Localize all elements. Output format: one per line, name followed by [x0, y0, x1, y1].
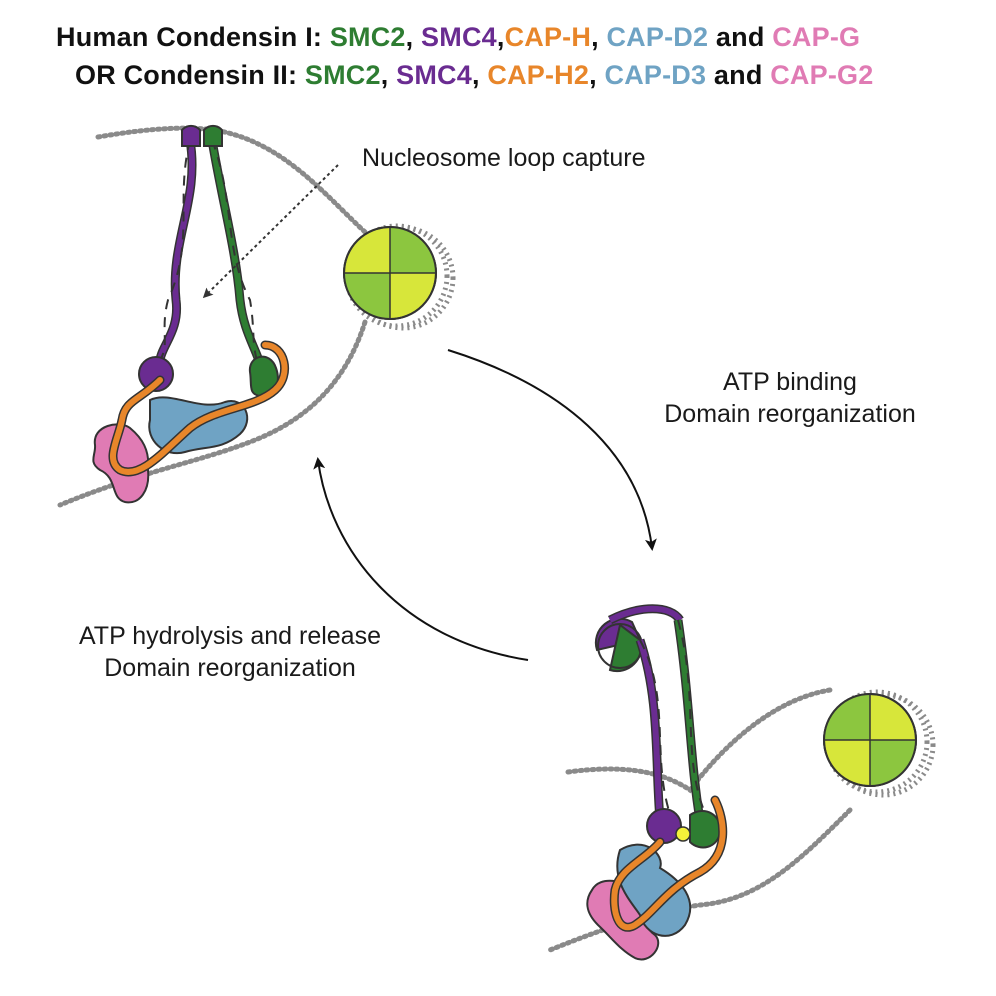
- legend-smc4: SMC4: [396, 60, 472, 90]
- label-atp-binding-line2: Domain reorganization: [664, 400, 916, 428]
- capture-arrow: [202, 164, 339, 299]
- legend-line-condensin-1: Human Condensin I: SMC2, SMC4,CAP-H, CAP…: [56, 22, 861, 52]
- legend-prefix: Human Condensin I:: [56, 22, 330, 52]
- condensin-complex-bottom: [547, 604, 936, 961]
- legend-smc2: SMC2: [304, 60, 381, 90]
- condensin-complex-top: [57, 124, 456, 508]
- cycle-arrow-atp-binding: [447, 349, 657, 551]
- legend-prefix: OR Condensin II:: [75, 60, 305, 90]
- cap-g-subunit-top: [92, 423, 150, 504]
- cycle-arrow-atp-hydrolysis: [313, 457, 529, 661]
- smc-arms-bottom: [607, 604, 709, 821]
- legend-smc4: SMC4: [421, 22, 497, 52]
- label-nucleosome-loop-capture: Nucleosome loop capture: [362, 144, 646, 172]
- smc4-head-bottom: [646, 808, 682, 844]
- legend-cap-d2: CAP-D2: [606, 22, 709, 52]
- smc-hinge-bottom: [594, 617, 643, 673]
- label-atp-binding: ATP binding Domain reorganization: [640, 366, 940, 430]
- legend-header: Human Condensin I: SMC2, SMC4,CAP-H, CAP…: [0, 0, 996, 90]
- smc2-arm-top: [203, 124, 279, 398]
- legend-cap-h2: CAP-H2: [487, 60, 590, 90]
- legend-line-condensin-2: OR Condensin II: SMC2, SMC4, CAP-H2, CAP…: [75, 60, 874, 90]
- legend-smc2: SMC2: [329, 22, 406, 52]
- legend-cap-h: CAP-H: [504, 22, 592, 52]
- legend-cap-d3: CAP-D3: [604, 60, 707, 90]
- legend-cap-g: CAP-G: [772, 22, 861, 52]
- label-atp-binding-line1: ATP binding: [723, 368, 857, 396]
- smc2-head-bottom: [689, 810, 722, 849]
- label-atp-hydrolysis-line1: ATP hydrolysis and release: [78, 622, 381, 650]
- legend-cap-g2: CAP-G2: [770, 60, 874, 90]
- smc4-arm-top: [138, 124, 201, 392]
- atp-molecule: [675, 826, 691, 842]
- label-atp-hydrolysis-line2: Domain reorganization: [104, 654, 356, 682]
- nucleosome-top: [343, 223, 456, 331]
- nucleosome-bottom: [823, 689, 936, 798]
- label-atp-hydrolysis: ATP hydrolysis and release Domain reorga…: [40, 620, 420, 684]
